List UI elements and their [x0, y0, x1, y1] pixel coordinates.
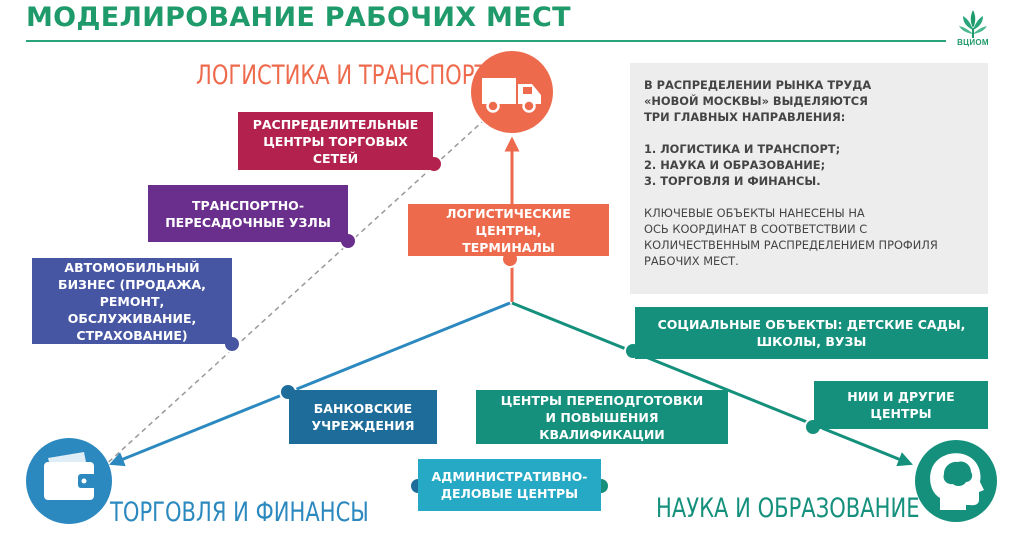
logo-text: ВЦИОМ [957, 38, 989, 47]
box-social-objects: СОЦИАЛЬНЫЕ ОБЪЕКТЫ: ДЕТСКИЕ САДЫ, ШКОЛЫ,… [635, 307, 988, 359]
box-research-label: НИИ И ДРУГИЕ ЦЕНТРЫ [847, 389, 955, 421]
box-logistic-centers: ЛОГИСТИЧЕСКИЕ ЦЕНТРЫ, ТЕРМИНАЛЫ [408, 204, 609, 256]
box-retraining-label: ЦЕНТРЫ ПЕРЕПОДГОТОВКИ И ПОВЫШЕНИЯ КВАЛИФ… [500, 392, 704, 442]
info-panel: В РАСПРЕДЕЛЕНИИ РЫНКА ТРУДА «НОВОЙ МОСКВ… [630, 63, 988, 294]
vciom-logo-icon [959, 10, 987, 38]
truck-icon [471, 51, 553, 133]
info-note: КЛЮЧЕВЫЕ ОБЪЕКТЫ НАНЕСЕНЫ НА ОСЬ КООРДИН… [644, 206, 938, 268]
box-transport-hubs-label: ТРАНСПОРТНО- ПЕРЕСАДОЧНЫЕ УЗЛЫ [165, 197, 331, 230]
box-banks-label: БАНКОВСКИЕ УЧРЕЖДЕНИЯ [311, 401, 415, 433]
wallet-icon [26, 438, 112, 524]
box-distribution-centers: РАСПРЕДЕЛИТЕЛЬНЫЕ ЦЕНТРЫ ТОРГОВЫХ СЕТЕЙ [238, 112, 433, 170]
box-transport-hubs: ТРАНСПОРТНО- ПЕРЕСАДОЧНЫЕ УЗЛЫ [148, 185, 348, 242]
box-admin-business: АДМИНИСТРАТИВНО- ДЕЛОВЫЕ ЦЕНТРЫ [418, 459, 601, 511]
head-brain-icon [915, 440, 997, 522]
box-logistic-centers-label: ЛОГИСТИЧЕСКИЕ ЦЕНТРЫ, ТЕРМИНАЛЫ [446, 205, 571, 255]
page-title: МОДЕЛИРОВАНИЕ РАБОЧИХ МЕСТ [26, 2, 571, 33]
box-social-objects-label: СОЦИАЛЬНЫЕ ОБЪЕКТЫ: ДЕТСКИЕ САДЫ, ШКОЛЫ,… [657, 317, 966, 349]
box-retraining: ЦЕНТРЫ ПЕРЕПОДГОТОВКИ И ПОВЫШЕНИЯ КВАЛИФ… [476, 390, 728, 444]
info-list-item: 1. ЛОГИСТИКА И ТРАНСПОРТ; [644, 142, 841, 156]
box-distribution-centers-label: РАСПРЕДЕЛИТЕЛЬНЫЕ ЦЕНТРЫ ТОРГОВЫХ СЕТЕЙ [252, 116, 419, 166]
section-label-science: НАУКА И ОБРАЗОВАНИЕ [656, 493, 920, 524]
box-banks: БАНКОВСКИЕ УЧРЕЖДЕНИЯ [289, 390, 437, 444]
info-heading: В РАСПРЕДЕЛЕНИИ РЫНКА ТРУДА «НОВОЙ МОСКВ… [644, 78, 872, 124]
title-divider [26, 40, 946, 42]
box-auto-business-label: АВТОМОБИЛЬНЫЙ БИЗНЕС (ПРОДАЖА, РЕМОНТ, О… [58, 259, 206, 343]
info-list-item: 3. ТОРГОВЛЯ И ФИНАНСЫ. [644, 174, 821, 188]
box-auto-business: АВТОМОБИЛЬНЫЙ БИЗНЕС (ПРОДАЖА, РЕМОНТ, О… [32, 258, 232, 344]
science-axis [511, 301, 913, 467]
trade-axis [109, 301, 511, 467]
dashed-diagonal-axis [101, 121, 483, 469]
info-list: 1. ЛОГИСТИКА И ТРАНСПОРТ; 2. НАУКА И ОБР… [644, 141, 974, 189]
box-admin-business-label: АДМИНИСТРАТИВНО- ДЕЛОВЫЕ ЦЕНТРЫ [431, 469, 588, 501]
section-label-trade: ТОРГОВЛЯ И ФИНАНСЫ [110, 497, 369, 528]
section-label-logistics: ЛОГИСТИКА И ТРАНСПОРТ [196, 60, 488, 91]
info-list-item: 2. НАУКА И ОБРАЗОВАНИЕ; [644, 158, 826, 172]
box-research: НИИ И ДРУГИЕ ЦЕНТРЫ [814, 381, 988, 429]
